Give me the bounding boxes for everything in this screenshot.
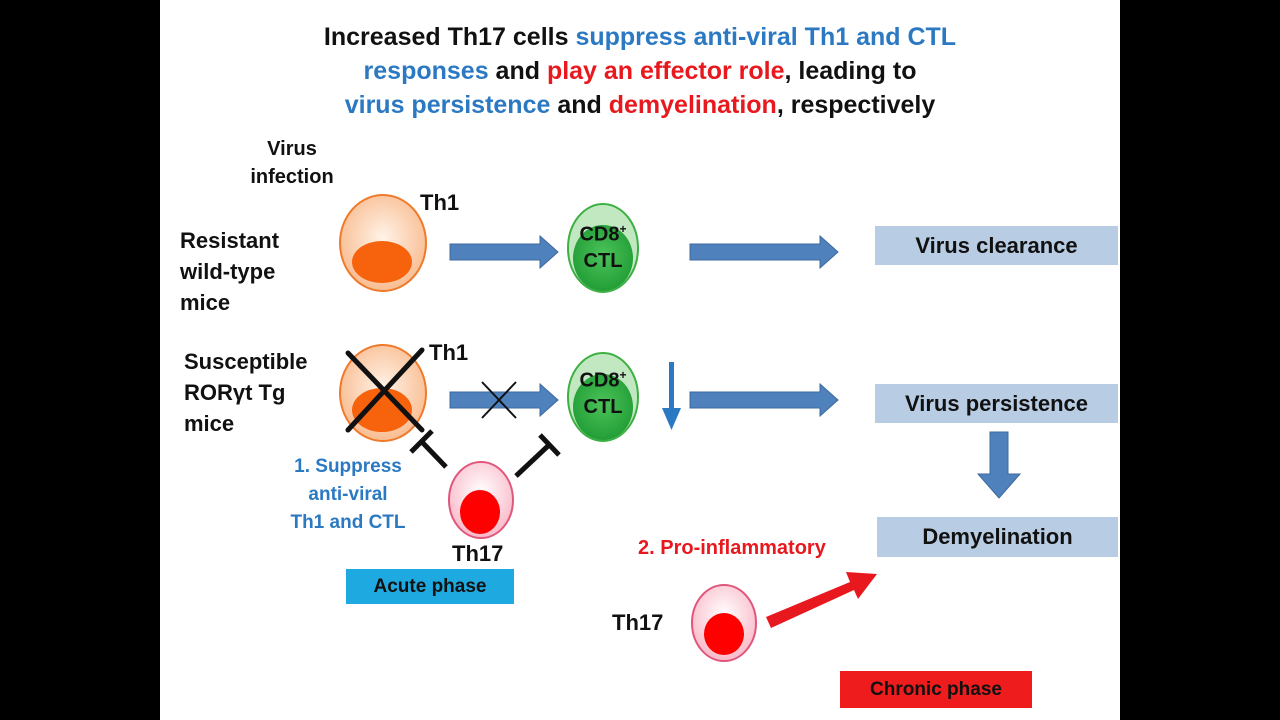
virus-infection-line: infection <box>250 166 334 188</box>
resistant-line: mice <box>180 290 231 315</box>
th17-cell-chronic <box>691 584 757 662</box>
title-line-2: responses and play an effector role, lea… <box>160 54 1120 88</box>
arrow-th1-to-ctl-resistant <box>449 234 559 270</box>
th17-acute-label: Th17 <box>452 541 504 566</box>
arrow-persistence-to-demyelination <box>976 431 1022 499</box>
cd8-text: CD8 <box>579 369 620 392</box>
title-highlight-responses: responses <box>363 57 489 85</box>
th17-cell-acute <box>448 461 514 539</box>
susceptible-line: mice <box>184 411 235 436</box>
title-highlight-suppress: suppress anti-viral Th1 and CTL <box>575 23 957 51</box>
title-line-3: virus persistence and demyelination, res… <box>160 88 1120 122</box>
title-text: and <box>488 57 547 85</box>
virus-clearance-box: Virus clearance <box>875 226 1118 265</box>
ctl-susceptible-text: CD8+ CTL <box>568 362 638 420</box>
arrow-ctl-to-persistence <box>689 382 839 418</box>
title-text: and <box>550 91 609 119</box>
title-highlight-persistence: virus persistence <box>344 91 551 119</box>
demyelination-box: Demyelination <box>877 517 1118 557</box>
cd8-superscript: + <box>619 222 627 236</box>
cd8-superscript: + <box>619 368 627 382</box>
title-text: Increased Th17 cells <box>323 23 576 51</box>
inhibit-th1-icon <box>409 429 448 469</box>
cd8-label: CD8+ <box>568 216 638 248</box>
virus-infection-label: Virus infection <box>232 135 352 191</box>
title-line-1: Increased Th17 cells suppress anti-viral… <box>160 20 1120 54</box>
suppress-line: 1. Suppress <box>294 456 402 477</box>
suppress-line: Th1 and CTL <box>290 512 406 533</box>
suppress-label: 1. Suppress anti-viral Th1 and CTL <box>268 453 428 537</box>
ctl-label: CTL <box>583 249 623 272</box>
inhibit-ctl-icon <box>514 433 561 478</box>
resistant-line: Resistant <box>180 228 280 253</box>
title-highlight-demyelination: demyelination <box>608 91 777 119</box>
resistant-mice-label: Resistant wild-type mice <box>180 225 279 318</box>
virus-infection-line: Virus <box>267 138 317 160</box>
chronic-phase-badge: Chronic phase <box>840 671 1032 708</box>
resistant-line: wild-type <box>180 259 276 284</box>
ctl-label: CTL <box>583 395 623 418</box>
suppress-line: anti-viral <box>308 484 388 505</box>
th17-chronic-label: Th17 <box>612 610 664 635</box>
decrease-arrow-icon <box>662 362 681 430</box>
susceptible-line: RORγt Tg <box>184 380 286 405</box>
pro-inflammatory-label: 2. Pro-inflammatory <box>638 537 826 559</box>
cd8-label: CD8+ <box>568 362 638 394</box>
arrow-th1-to-ctl-susceptible <box>449 382 559 418</box>
diagram-graphics <box>339 194 1022 662</box>
th1-label-resistant: Th1 <box>420 190 460 215</box>
slide: Increased Th17 cells suppress anti-viral… <box>160 0 1120 720</box>
arrow-blocked-cross-icon <box>481 381 517 419</box>
arrow-ctl-to-clearance <box>689 234 839 270</box>
pro-inflammatory-arrow <box>766 572 877 628</box>
ctl-resistant-text: CD8+ CTL <box>568 216 638 274</box>
th1-cell-resistant <box>339 194 427 292</box>
ctl-cell-resistant <box>567 203 639 293</box>
title-text: , respectively <box>776 91 936 119</box>
cd8-text: CD8 <box>579 223 620 246</box>
th1-label-susceptible: Th1 <box>429 340 469 365</box>
susceptible-mice-label: Susceptible RORγt Tg mice <box>184 346 307 439</box>
blocked-cross-icon <box>345 347 425 433</box>
title-highlight-effector: play an effector role <box>546 57 785 85</box>
ctl-cell-susceptible <box>567 352 639 442</box>
slide-title: Increased Th17 cells suppress anti-viral… <box>160 20 1120 122</box>
title-text: , leading to <box>784 57 917 85</box>
susceptible-line: Susceptible <box>184 349 308 374</box>
acute-phase-badge: Acute phase <box>346 569 514 604</box>
virus-persistence-box: Virus persistence <box>875 384 1118 423</box>
